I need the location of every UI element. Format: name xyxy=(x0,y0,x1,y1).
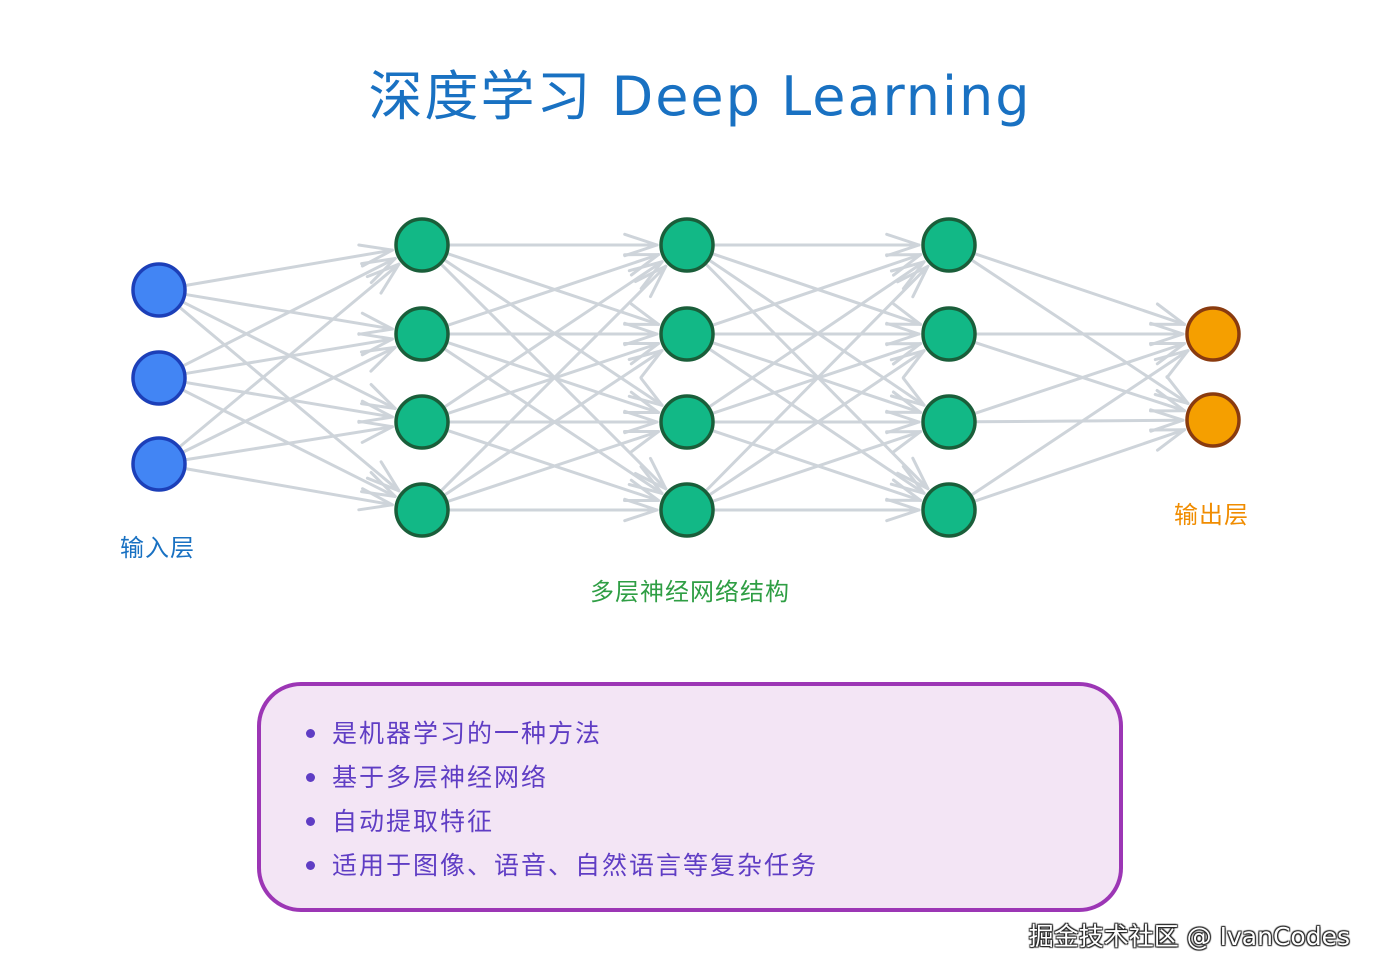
connection-edge xyxy=(710,430,923,504)
arrowhead-icon xyxy=(360,257,397,285)
arrowhead-icon xyxy=(623,430,660,454)
arrowhead-icon xyxy=(1153,349,1190,379)
connection-edge xyxy=(445,253,661,328)
connection-edge xyxy=(438,264,668,494)
hidden-node xyxy=(921,482,977,538)
summary-note-box: 是机器学习的一种方法 基于多层神经网络 自动提取特征 适用于图像、语音、自然语言… xyxy=(257,682,1123,912)
arrowhead-icon xyxy=(365,262,401,295)
arrowhead-icon xyxy=(623,302,661,326)
hidden-node xyxy=(394,394,450,450)
summary-item: 自动提取特征 xyxy=(306,800,1119,844)
summary-item: 是机器学习的一种方法 xyxy=(306,712,1119,756)
input-node xyxy=(131,262,187,318)
hidden-node xyxy=(921,217,977,273)
connection-edge xyxy=(180,345,397,454)
connection-edge xyxy=(442,349,664,498)
arrowhead-icon xyxy=(1149,321,1185,347)
connection-edge xyxy=(969,349,1190,498)
arrowhead-icon xyxy=(357,399,394,424)
bullet-icon xyxy=(306,861,315,870)
arrowhead-icon xyxy=(623,390,660,414)
bullet-icon xyxy=(306,729,315,738)
connection-edge xyxy=(183,248,394,288)
arrowhead-icon xyxy=(885,321,921,347)
network-nodes xyxy=(131,217,1241,538)
connection-edge xyxy=(707,260,926,409)
connection-edge xyxy=(710,253,923,328)
hidden-node xyxy=(394,306,450,362)
hidden-node xyxy=(921,394,977,450)
hidden-node xyxy=(921,306,977,362)
arrowhead-icon xyxy=(623,321,659,347)
connection-edge xyxy=(972,340,1186,413)
arrowhead-icon xyxy=(885,409,921,435)
input-layer-label: 输入层 xyxy=(120,534,195,562)
arrowhead-icon xyxy=(896,456,930,491)
arrowhead-icon xyxy=(357,487,394,512)
arrowhead-icon xyxy=(365,460,401,493)
diagram-title: 深度学习 Deep Learning xyxy=(368,65,1032,128)
bullet-icon xyxy=(306,817,315,826)
connection-edge xyxy=(969,257,1190,405)
output-node xyxy=(1185,392,1241,448)
hidden-node xyxy=(659,482,715,538)
connection-edge xyxy=(442,257,664,407)
summary-list: 是机器学习的一种方法 基于多层神经网络 自动提取特征 适用于图像、语音、自然语言… xyxy=(261,686,1119,888)
connection-edge xyxy=(973,418,1185,424)
hidden-node xyxy=(394,217,450,273)
arrowhead-icon xyxy=(885,232,921,258)
connection-edge xyxy=(183,425,394,462)
connection-edge xyxy=(445,430,660,504)
connection-edge xyxy=(972,428,1187,504)
arrowhead-icon xyxy=(623,478,660,502)
hidden-node xyxy=(394,482,450,538)
connection-edge xyxy=(180,257,397,368)
arrowhead-icon xyxy=(889,260,926,291)
hidden-node xyxy=(659,394,715,450)
connection-edge xyxy=(707,349,926,497)
arrowhead-icon xyxy=(1149,302,1187,326)
arrowhead-icon xyxy=(1149,428,1187,452)
connection-edge xyxy=(707,258,926,407)
summary-item: 基于多层神经网络 xyxy=(306,756,1119,800)
input-node xyxy=(131,350,187,406)
connection-edge xyxy=(972,251,1187,326)
arrowhead-icon xyxy=(623,497,659,523)
connection-edge xyxy=(442,260,664,410)
arrowhead-icon xyxy=(1149,408,1185,433)
arrowhead-icon xyxy=(357,311,394,336)
arrowhead-icon xyxy=(627,260,664,290)
summary-item: 适用于图像、语音、自然语言等复杂任务 xyxy=(306,844,1119,888)
output-node xyxy=(1185,306,1241,362)
arrowhead-icon xyxy=(896,264,930,299)
arrowhead-icon xyxy=(357,419,394,444)
arrowhead-icon xyxy=(1149,389,1186,413)
arrowhead-icon xyxy=(889,349,926,380)
arrowhead-icon xyxy=(885,478,923,502)
arrowhead-icon xyxy=(633,456,668,491)
arrowhead-icon xyxy=(623,409,659,435)
arrowhead-icon xyxy=(885,302,923,326)
connection-edge xyxy=(703,264,930,493)
arrowhead-icon xyxy=(633,264,668,299)
watermark: 掘金技术社区 @ IvanCodes xyxy=(1028,922,1350,951)
connection-edge xyxy=(972,342,1186,416)
arrowhead-icon xyxy=(885,497,921,523)
input-node xyxy=(131,436,187,492)
connection-edge xyxy=(183,467,394,507)
connection-edges xyxy=(177,232,1190,523)
arrowhead-icon xyxy=(885,430,923,454)
hidden-node xyxy=(659,217,715,273)
bullet-icon xyxy=(306,773,315,782)
arrowhead-icon xyxy=(885,390,923,414)
arrowhead-icon xyxy=(627,349,664,379)
hidden-layers-label: 多层神经网络结构 xyxy=(590,578,790,606)
hidden-node xyxy=(659,306,715,362)
arrowhead-icon xyxy=(623,232,659,258)
connection-edge xyxy=(177,262,401,449)
output-layer-label: 输出层 xyxy=(1174,501,1249,529)
arrowhead-icon xyxy=(359,345,397,373)
